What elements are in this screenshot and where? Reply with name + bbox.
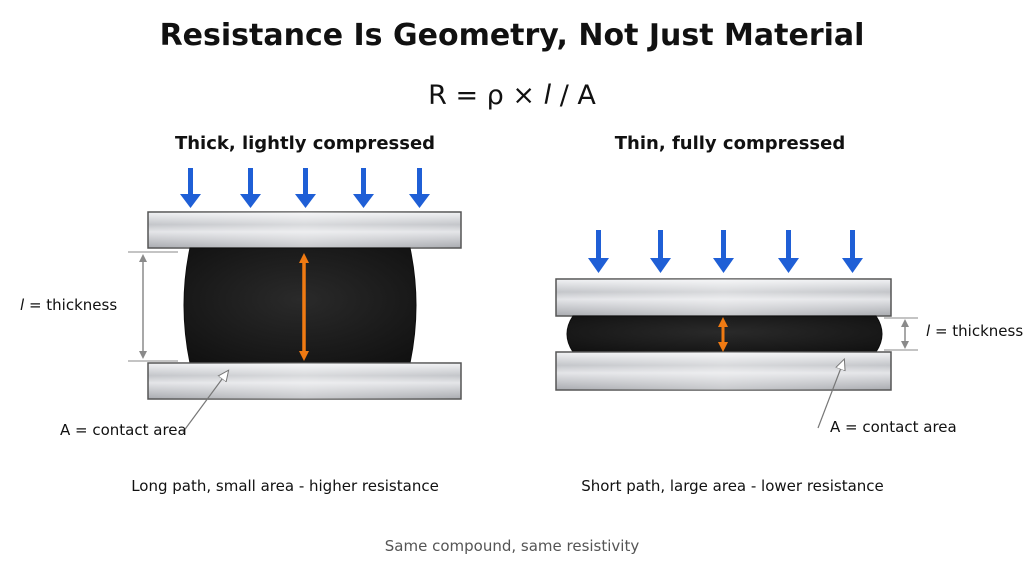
left-caption: Long path, small area - higher resistanc… — [131, 477, 439, 495]
force-arrow-icon — [180, 168, 201, 208]
left-thickness-text: = thickness — [24, 296, 118, 314]
left-top-plate — [147, 211, 462, 249]
force-arrow-icon — [713, 230, 734, 273]
right-thickness-dimension — [884, 317, 918, 351]
left-thickness-symbol: l — [20, 296, 25, 314]
formula-length-symbol: l — [543, 80, 552, 111]
left-thickness-dimension — [128, 251, 178, 362]
right-caption: Short path, large area - lower resistanc… — [581, 477, 884, 495]
left-panel-heading: Thick, lightly compressed — [174, 133, 436, 154]
force-arrow-icon — [240, 168, 261, 208]
right-force-arrows — [588, 230, 863, 273]
right-bottom-plate — [555, 351, 892, 391]
right-thickness-symbol: l — [926, 322, 931, 340]
right-thickness-label: l = thickness — [926, 322, 1023, 340]
right-top-plate — [555, 278, 892, 317]
resistance-formula: R = ρ × l / A — [0, 80, 1024, 111]
left-rubber-block — [183, 247, 417, 364]
force-arrow-icon — [295, 168, 316, 208]
force-arrow-icon — [778, 230, 799, 273]
left-area-label: A = contact area — [60, 421, 187, 439]
footer-note: Same compound, same resistivity — [384, 537, 640, 555]
formula-rhs: / A — [551, 80, 596, 111]
right-panel-heading: Thin, fully compressed — [614, 133, 846, 154]
right-pointer-arrow-icon — [817, 360, 844, 429]
left-force-arrows — [180, 168, 430, 208]
force-arrow-icon — [409, 168, 430, 208]
force-arrow-icon — [588, 230, 609, 273]
left-bottom-plate — [147, 362, 462, 400]
left-thickness-label: l = thickness — [20, 296, 117, 314]
right-area-label: A = contact area — [830, 418, 957, 436]
force-arrow-icon — [842, 230, 863, 273]
force-arrow-icon — [650, 230, 671, 273]
formula-lhs: R = ρ × — [428, 80, 544, 111]
right-thickness-text: = thickness — [930, 322, 1024, 340]
force-arrow-icon — [353, 168, 374, 208]
left-pointer-arrow-icon — [182, 371, 228, 433]
diagram-title: Resistance Is Geometry, Not Just Materia… — [159, 18, 865, 53]
